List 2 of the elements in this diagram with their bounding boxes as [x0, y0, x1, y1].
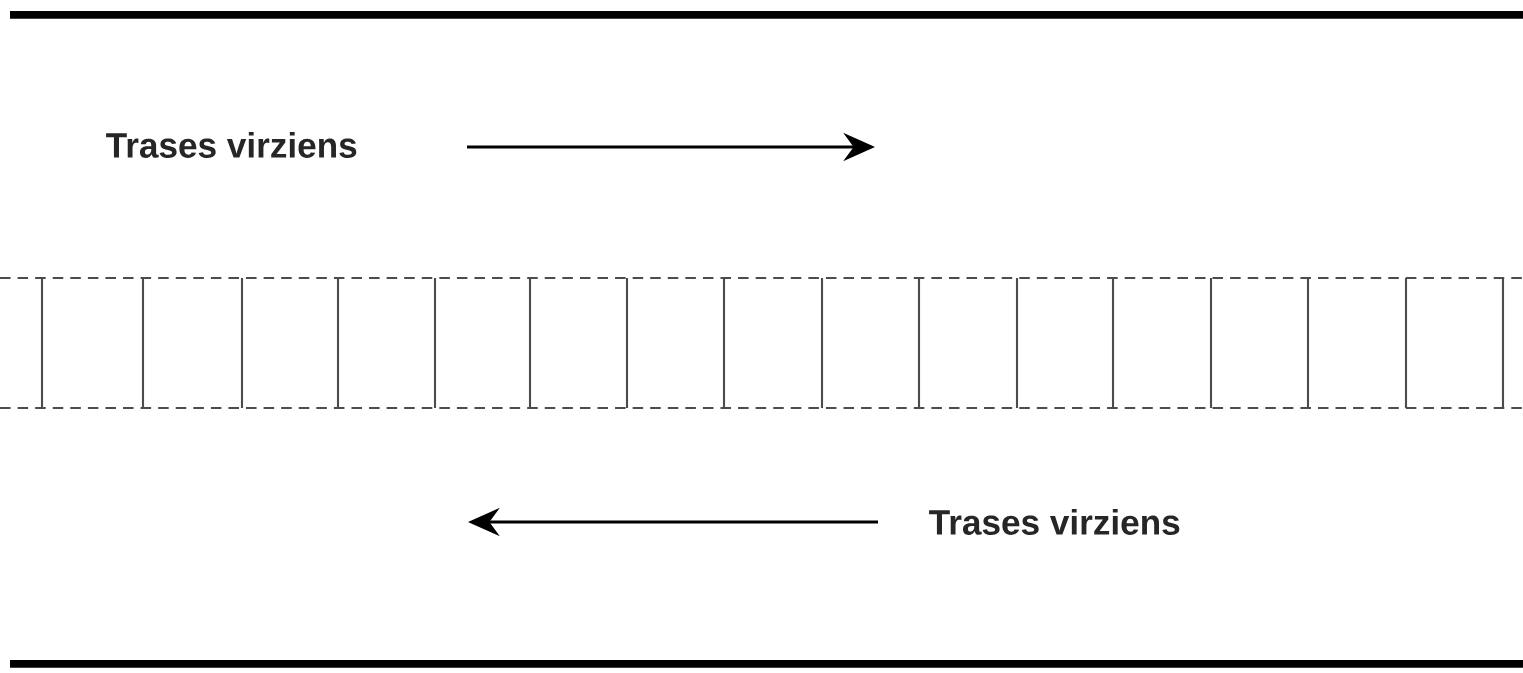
direction-label: Trases virziens [929, 509, 1180, 535]
direction-label: Trases virziens [106, 132, 357, 158]
